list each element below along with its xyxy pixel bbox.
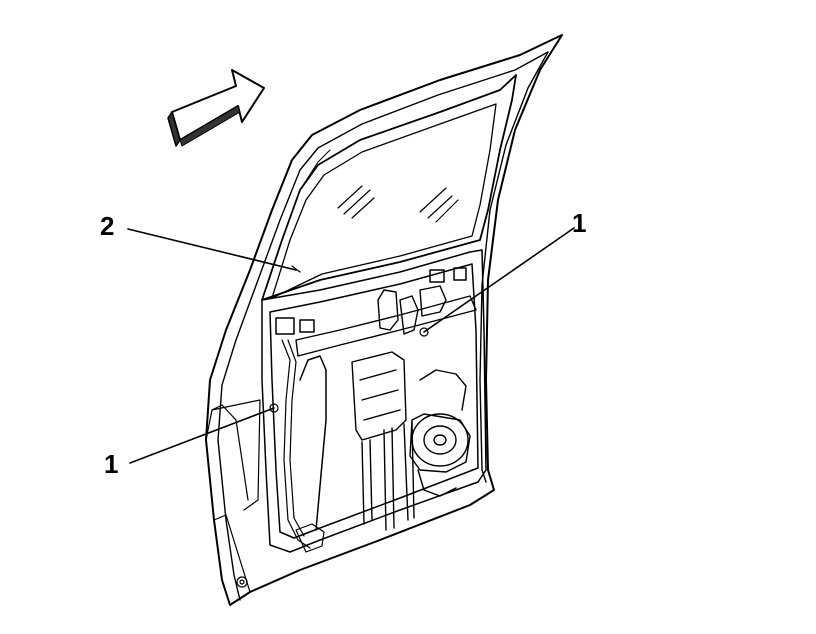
leader-line-bolt-right — [423, 227, 575, 333]
window-frame — [261, 74, 517, 301]
leader-line-bolt-left — [129, 407, 275, 464]
forward-arrow-icon — [167, 69, 265, 147]
leader-line-glass — [127, 228, 297, 271]
door-outer-shell — [205, 34, 563, 606]
door-inner-frame — [261, 249, 487, 553]
wiring-harness — [236, 339, 325, 588]
window-regulator — [295, 285, 477, 531]
bolt-left — [269, 403, 279, 413]
door-glass — [291, 185, 459, 273]
leader-lines — [127, 227, 575, 464]
fastener-bolts — [269, 327, 429, 413]
callout-bolt-right: 1 — [572, 208, 587, 238]
window-motor — [409, 369, 471, 497]
callout-glass: 2 — [100, 211, 115, 241]
bolt-right — [419, 327, 429, 337]
callout-bolt-left: 1 — [104, 449, 119, 479]
